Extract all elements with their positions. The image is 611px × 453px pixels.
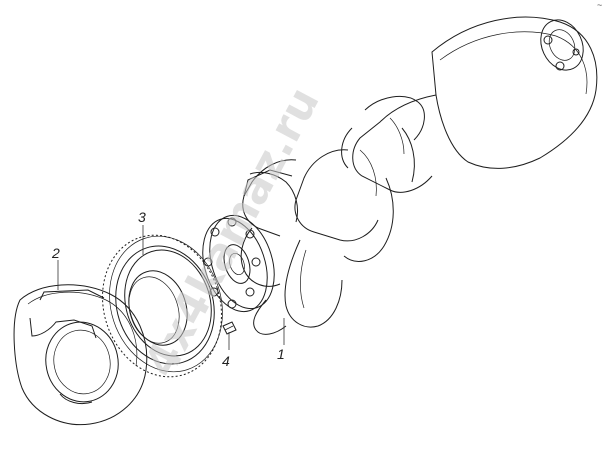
key-pin xyxy=(222,321,237,335)
callout-label-1: 1 xyxy=(277,346,285,362)
corner-mark: ~ xyxy=(597,0,602,10)
callout-label-3: 3 xyxy=(138,209,146,225)
crankshaft-flange xyxy=(202,214,275,313)
timing-gear xyxy=(102,234,223,378)
watermark: 4x4kamaz.ru xyxy=(135,79,330,385)
front-cover xyxy=(13,284,148,426)
crankshaft xyxy=(240,16,598,335)
callout-label-2: 2 xyxy=(51,245,60,261)
callout-label-4: 4 xyxy=(222,353,230,369)
leader-lines xyxy=(57,225,285,350)
